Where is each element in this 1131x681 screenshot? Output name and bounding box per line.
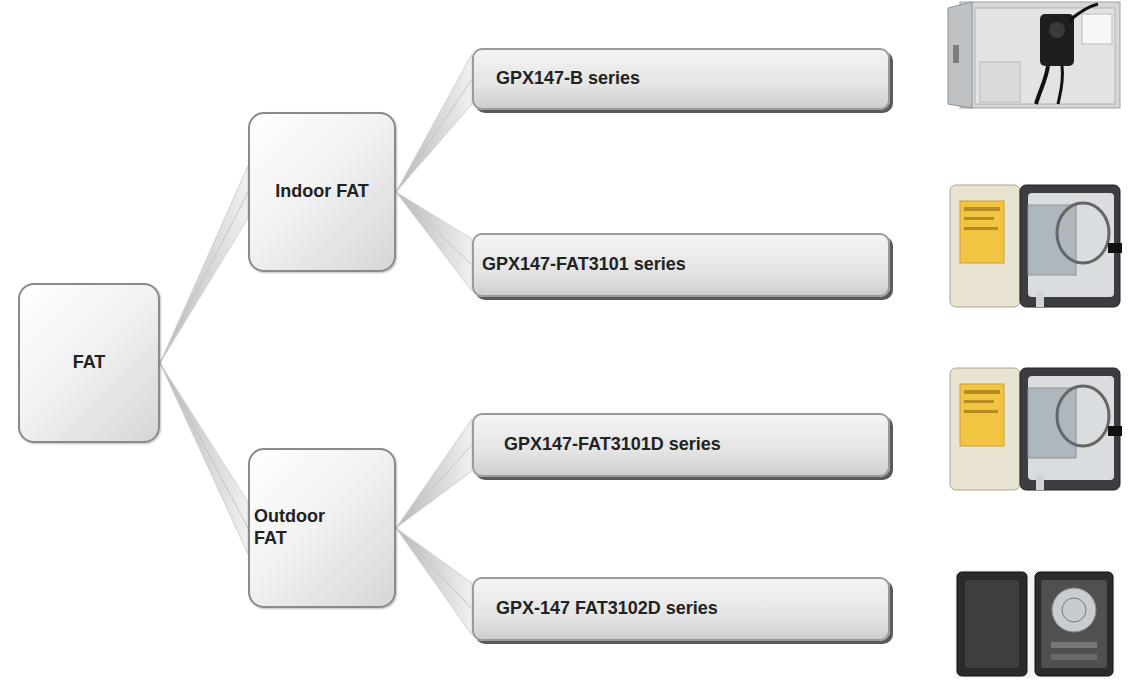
connector-line (396, 79, 472, 192)
node-label: GPX147-B series (496, 68, 640, 90)
fan-shape (396, 192, 472, 291)
cabinet-photo (948, 2, 1120, 108)
connector-line (396, 528, 472, 609)
series-box: GPX147-B series (472, 48, 890, 110)
node-label: Outdoor FAT (254, 506, 338, 549)
root-box: FAT (18, 283, 160, 443)
fan-connector (160, 166, 248, 363)
fan-shape (396, 419, 472, 528)
fan-connector (396, 192, 472, 291)
fat-box-photo (950, 185, 1122, 307)
connector-line (396, 445, 472, 528)
fan-shape (396, 528, 472, 635)
fan-connector (160, 363, 248, 554)
connector-line (396, 192, 472, 265)
connector-line (160, 363, 248, 528)
fan-shape (396, 54, 472, 192)
outdoor-box-photo (955, 570, 1115, 678)
node-label: Indoor FAT (275, 181, 369, 203)
category-box: Outdoor FAT (248, 448, 396, 608)
category-box: Indoor FAT (248, 112, 396, 272)
fan-shape (160, 166, 248, 363)
series-box: GPX147-FAT3101 series (472, 233, 890, 297)
fan-connector (396, 419, 472, 528)
series-box: GPX147-FAT3101D series (472, 413, 890, 477)
node-label: GPX147-FAT3101 series (482, 254, 686, 276)
connector-line (160, 192, 248, 363)
fan-connector (396, 528, 472, 635)
node-label: GPX147-FAT3101D series (504, 434, 721, 456)
fan-connector (396, 54, 472, 192)
fan-shape (160, 363, 248, 554)
node-label: GPX-147 FAT3102D series (496, 598, 718, 620)
node-label: FAT (73, 352, 106, 374)
fat-box-photo (950, 368, 1122, 490)
series-box: GPX-147 FAT3102D series (472, 577, 890, 641)
